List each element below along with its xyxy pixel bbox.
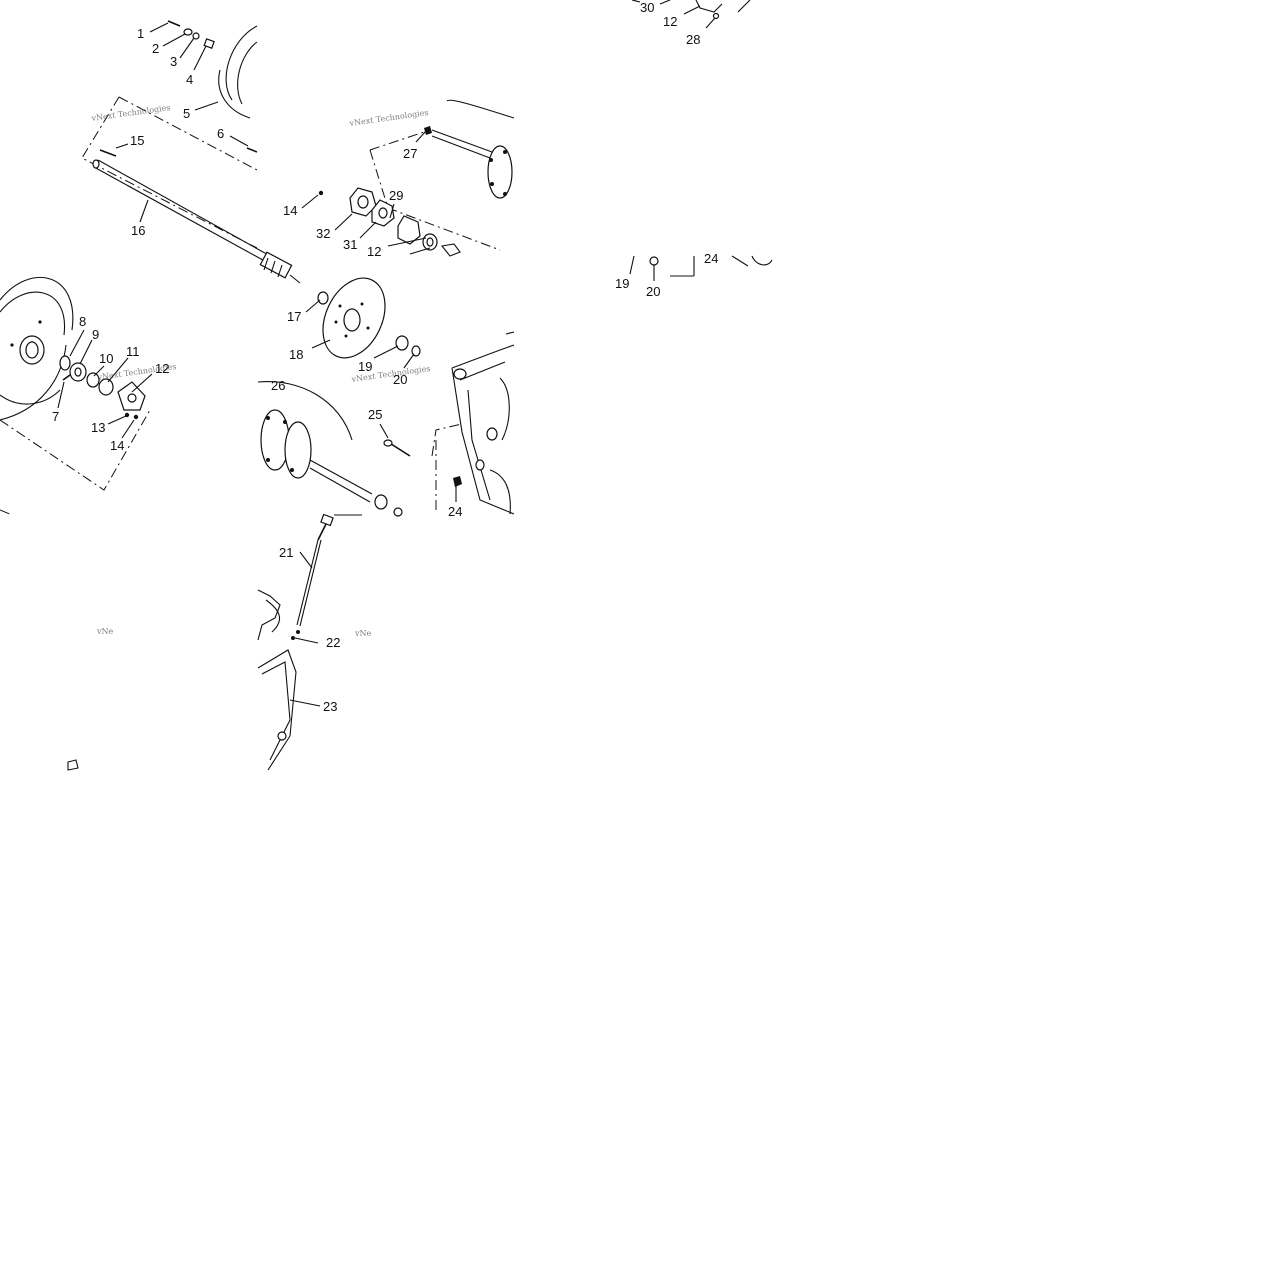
callout-31: 31 bbox=[343, 237, 357, 252]
callout-28: 28 bbox=[686, 32, 700, 47]
callout-11: 11 bbox=[126, 344, 140, 359]
callout-25: 25 bbox=[368, 407, 382, 422]
tile-driven-clutch bbox=[0, 276, 151, 771]
tile-mount-plate bbox=[318, 99, 515, 257]
callout-6: 6 bbox=[217, 126, 224, 141]
callout-23: 23 bbox=[323, 699, 337, 714]
tile-upper-right bbox=[631, 0, 751, 29]
callout-8: 8 bbox=[79, 314, 86, 329]
watermark-partial: vNe bbox=[96, 627, 114, 636]
callout-10: 10 bbox=[99, 351, 113, 366]
watermark: vNext Technologies bbox=[90, 103, 171, 123]
callout-22: 22 bbox=[326, 635, 340, 650]
callout-14: 14 bbox=[110, 438, 124, 453]
callout-32: 32 bbox=[316, 226, 330, 241]
callout-17: 17 bbox=[287, 309, 301, 324]
callout-9: 9 bbox=[92, 327, 99, 342]
tile-driven-shaft bbox=[257, 380, 403, 517]
callout-26: 26 bbox=[271, 378, 285, 393]
callout-18: 18 bbox=[289, 347, 303, 362]
callout-13: 13 bbox=[91, 420, 105, 435]
tile-cable-cover bbox=[257, 513, 362, 771]
callout-20: 20 bbox=[646, 284, 660, 299]
tile-brake-disc bbox=[317, 277, 515, 515]
tile-mid-right bbox=[629, 255, 773, 281]
callout-21: 21 bbox=[279, 545, 293, 560]
callout-12: 12 bbox=[367, 244, 381, 259]
callouts: 1 2 3 4 5 6 15 16 8 9 10 11 12 7 13 14 2… bbox=[52, 0, 718, 714]
callout-24: 24 bbox=[704, 251, 718, 266]
callout-27: 27 bbox=[403, 146, 417, 161]
callout-5: 5 bbox=[183, 106, 190, 121]
tile-drive-clutch bbox=[81, 20, 301, 284]
callout-24: 24 bbox=[448, 504, 462, 519]
callout-7: 7 bbox=[52, 409, 59, 424]
watermark: vNext Technologies bbox=[348, 108, 429, 128]
callout-12: 12 bbox=[663, 14, 677, 29]
callout-30: 30 bbox=[640, 0, 654, 15]
callout-15: 15 bbox=[130, 133, 144, 148]
watermark-partial: vNe bbox=[354, 629, 372, 638]
callout-29: 29 bbox=[389, 188, 403, 203]
callout-1: 1 bbox=[137, 26, 144, 41]
callout-16: 16 bbox=[131, 223, 145, 238]
callout-14: 14 bbox=[283, 203, 297, 218]
callout-4: 4 bbox=[186, 72, 193, 87]
callout-20: 20 bbox=[393, 372, 407, 387]
callout-3: 3 bbox=[170, 54, 177, 69]
callout-2: 2 bbox=[152, 41, 159, 56]
leader-lines bbox=[57, 5, 701, 707]
callout-12: 12 bbox=[155, 361, 169, 376]
callout-19: 19 bbox=[358, 359, 372, 374]
callout-19: 19 bbox=[615, 276, 629, 291]
